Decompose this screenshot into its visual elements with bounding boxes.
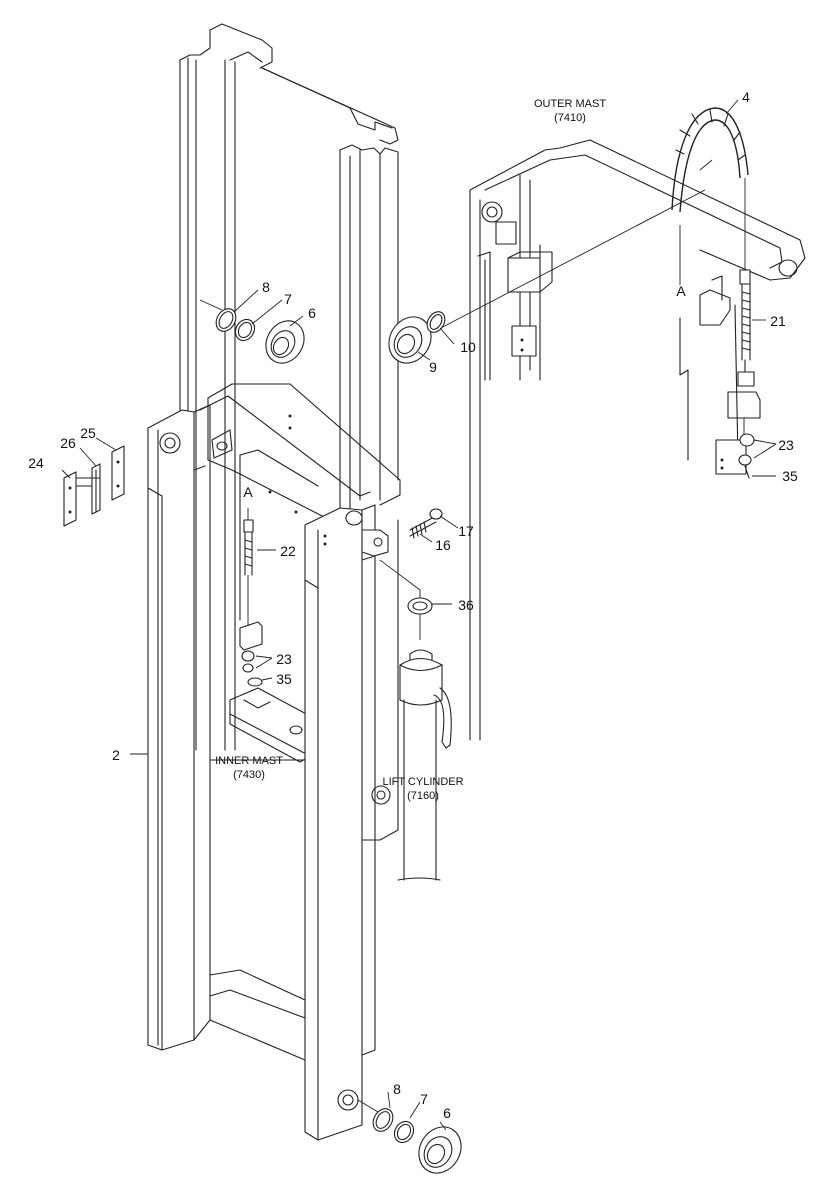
lift-cylinder xyxy=(371,597,452,881)
callout-6-lower: 6 xyxy=(443,1105,451,1121)
bearing-set-center xyxy=(388,311,446,364)
callout-36: 36 xyxy=(458,597,474,613)
callout-10: 10 xyxy=(460,339,476,355)
lift-cylinder-label: LIFT CYLINDER xyxy=(382,776,463,788)
callout-8-upper: 8 xyxy=(262,279,270,295)
callout-4: 4 xyxy=(742,89,750,105)
callout-7-upper: 7 xyxy=(284,291,292,307)
callout-35-right: 35 xyxy=(782,468,798,484)
callout-8-lower: 8 xyxy=(393,1081,401,1097)
outer-mast-code: (7410) xyxy=(554,112,586,124)
reference-a-inner: A xyxy=(243,484,253,500)
reference-a-outer: A xyxy=(676,283,686,299)
inner-mast-frame xyxy=(179,23,401,841)
chain-part-4 xyxy=(671,107,749,213)
carriage-rails-part-2 xyxy=(147,404,443,1141)
callout-9: 9 xyxy=(429,359,437,375)
callout-22: 22 xyxy=(280,543,296,559)
outer-mast-frame xyxy=(469,139,806,741)
inner-mast-label: INNER MAST xyxy=(215,755,283,767)
callout-26: 26 xyxy=(60,435,76,451)
callout-7-lower: 7 xyxy=(420,1091,428,1107)
callout-25: 25 xyxy=(80,425,96,441)
callout-16: 16 xyxy=(435,537,451,553)
callout-35-left: 35 xyxy=(276,671,292,687)
callout-23-left: 23 xyxy=(276,651,292,667)
callout-21: 21 xyxy=(770,313,786,329)
callout-17: 17 xyxy=(458,523,474,539)
bearing-set-upper-left xyxy=(199,299,305,364)
bearing-set-lower xyxy=(357,1099,462,1174)
leader-lines xyxy=(61,99,777,1131)
callout-6-upper: 6 xyxy=(308,305,316,321)
callout-2: 2 xyxy=(112,747,120,763)
chain-anchor-bolt-21 xyxy=(715,178,761,479)
outer-mast-label: OUTER MAST xyxy=(534,98,606,110)
inner-mast-code: (7430) xyxy=(233,769,265,781)
callout-24: 24 xyxy=(28,455,44,471)
callout-23-right: 23 xyxy=(778,437,794,453)
side-plates-24-25-26 xyxy=(63,445,125,527)
lift-cylinder-code: (7160) xyxy=(407,790,439,802)
